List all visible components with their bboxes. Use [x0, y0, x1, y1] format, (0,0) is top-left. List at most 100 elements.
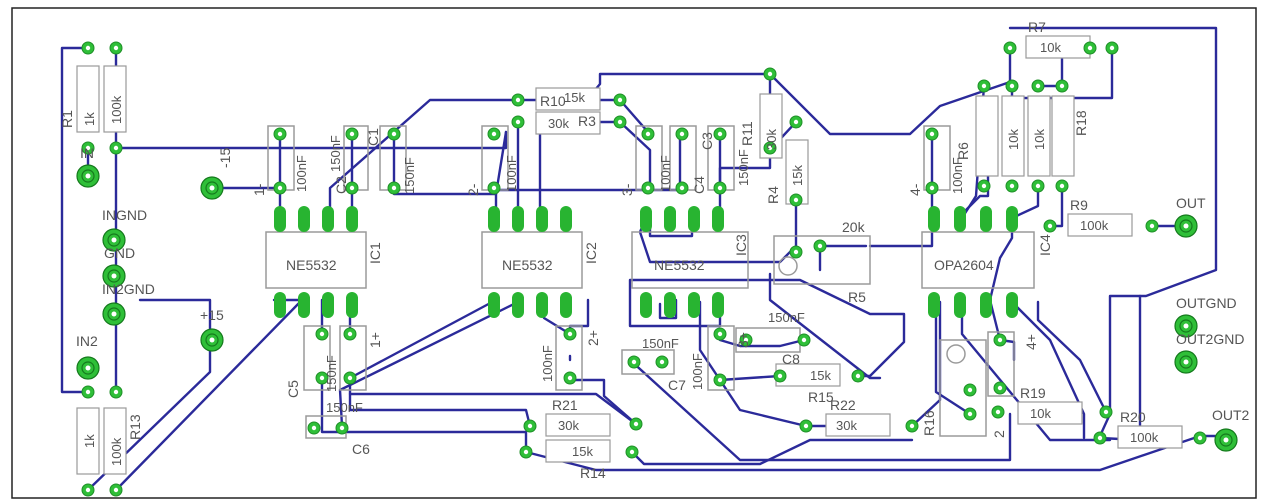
label-r21: R21 — [552, 397, 578, 413]
label-r5: R5 — [848, 289, 866, 305]
label-c6: C6 — [352, 441, 370, 457]
label-c8: C8 — [782, 351, 800, 367]
label-c7: C7 — [668, 377, 686, 393]
label-in2gnd: IN2GND — [102, 281, 155, 297]
label-r11: R11 — [739, 121, 755, 146]
connector-pad-hole — [111, 237, 117, 243]
label-r22: R22 — [830, 397, 856, 413]
pad-hole — [717, 377, 723, 383]
label-r16: R16 — [921, 410, 937, 436]
pad-hole — [997, 385, 1003, 391]
pad-hole — [113, 389, 119, 395]
r11-body — [759, 93, 783, 159]
r10b-body — [1001, 95, 1025, 177]
label-c100c: 100nF — [658, 155, 673, 192]
connector-pad-hole — [1183, 223, 1189, 229]
label-out2: OUT2 — [1212, 407, 1250, 423]
connector-pad-ring — [81, 169, 95, 183]
connector-pad-hole — [85, 173, 91, 179]
label-c4: C4 — [691, 176, 707, 194]
r13-body — [76, 407, 100, 475]
pad-hole — [793, 197, 799, 203]
r6-body — [975, 95, 999, 177]
connector-pad-ring — [1219, 433, 1233, 447]
pad-hole — [929, 131, 935, 137]
label-r15-val: 15k — [810, 368, 831, 383]
pad-hole — [767, 71, 773, 77]
connector-pad-hole — [209, 185, 215, 191]
r21-body — [545, 413, 611, 437]
label-pin2p: 2+ — [585, 330, 601, 346]
label-r1: R1 — [59, 110, 75, 128]
r18a-body — [1027, 95, 1051, 177]
label-outgnd: OUTGND — [1176, 295, 1237, 311]
pad-hole — [347, 375, 353, 381]
pad-hole — [349, 131, 355, 137]
pad-hole — [997, 337, 1003, 343]
label-r1-val2: 100k — [109, 95, 124, 124]
label-r13-val: 1k — [82, 434, 97, 448]
pad-hole — [777, 373, 783, 379]
pad-hole — [349, 185, 355, 191]
pad-hole — [113, 487, 119, 493]
label-c3: C3 — [699, 132, 715, 150]
pad-hole — [1035, 183, 1041, 189]
pad-hole — [85, 389, 91, 395]
pad-hole — [717, 185, 723, 191]
pad-hole — [995, 409, 1001, 415]
pad-hole — [645, 131, 651, 137]
pad-hole — [391, 185, 397, 191]
pad-hole — [311, 425, 317, 431]
label-r10-val: 15k — [564, 90, 585, 105]
label-r4: R4 — [765, 186, 781, 204]
label-r22-val: 30k — [836, 418, 857, 433]
label-c7-val: 150nF — [642, 336, 679, 351]
pad-hole — [929, 185, 935, 191]
connector-pad-ring — [81, 361, 95, 375]
pad-hole — [617, 97, 623, 103]
r20-body — [1117, 425, 1183, 449]
label-c150a: 150nF — [328, 135, 343, 172]
pad-hole — [855, 373, 861, 379]
pad-hole — [803, 423, 809, 429]
pad-hole — [391, 131, 397, 137]
resistors — [76, 35, 1183, 475]
label-r7: R7 — [1028, 19, 1046, 35]
pad-hole — [1047, 223, 1053, 229]
label-pin4p: 4+ — [1023, 334, 1039, 350]
pad-hole — [319, 375, 325, 381]
label-c6-val: 150nF — [326, 400, 363, 415]
pad-hole — [1009, 183, 1015, 189]
label-ic1: IC1 — [367, 242, 383, 264]
label-r19-val: 10k — [1030, 406, 1051, 421]
pad-hole — [491, 131, 497, 137]
pad-hole — [631, 359, 637, 365]
pad-hole — [1009, 83, 1015, 89]
label-c100e: 100nF — [690, 353, 705, 390]
pad-hole — [85, 145, 91, 151]
label-out2gnd: OUT2GND — [1176, 331, 1244, 347]
pad-hole — [1103, 409, 1109, 415]
label-r13: R13 — [127, 414, 143, 440]
pad-hole — [277, 131, 283, 137]
label-ne1: NE5532 — [286, 257, 337, 273]
label-r14: R14 — [580, 465, 606, 481]
connector-pad-ring — [107, 233, 121, 247]
pad-hole — [909, 423, 915, 429]
pad-hole — [515, 119, 521, 125]
pad-hole — [817, 243, 823, 249]
pad-hole — [743, 337, 749, 343]
label-ic3: IC3 — [733, 234, 749, 256]
pad-hole — [967, 411, 973, 417]
connector-pad-ring — [1179, 319, 1193, 333]
label-r14-val: 15k — [572, 444, 593, 459]
label-pin2: 2 — [991, 430, 1007, 438]
label-pin3m: 3- — [619, 183, 635, 196]
label-c5-val: 150nF — [324, 355, 339, 392]
label-ic4: IC4 — [1037, 234, 1053, 256]
label-r10: R10 — [540, 93, 566, 109]
connector-pad-hole — [85, 365, 91, 371]
pad-hole — [1059, 83, 1065, 89]
r1-body — [76, 65, 100, 133]
